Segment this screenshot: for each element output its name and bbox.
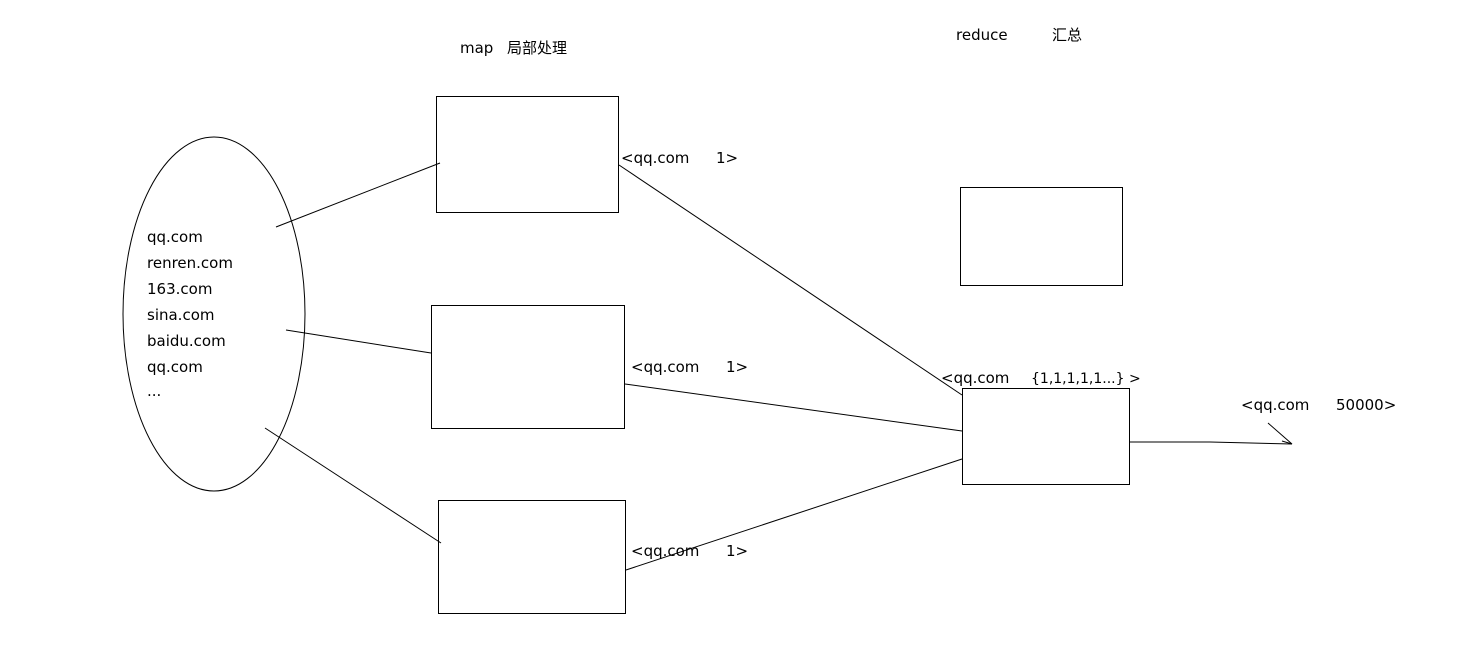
output-arrow xyxy=(1130,422,1293,445)
input-data-ellipse xyxy=(122,136,306,492)
input-item: renren.com xyxy=(147,254,233,272)
map-note: 局部处理 xyxy=(507,39,567,57)
connector-input-map-2 xyxy=(285,329,432,354)
input-item: ... xyxy=(147,382,161,400)
input-item: 163.com xyxy=(147,280,212,298)
input-item: qq.com xyxy=(147,358,203,376)
connector-input-map-1 xyxy=(275,162,441,228)
input-item: sina.com xyxy=(147,306,215,324)
input-item: qq.com xyxy=(147,228,203,246)
map-heading: map xyxy=(460,39,493,57)
final-output-key: <qq.com xyxy=(1241,396,1309,414)
final-output-value: 50000> xyxy=(1336,396,1396,414)
reduce-box-idle xyxy=(960,187,1123,286)
reduce-input-key: <qq.com xyxy=(941,369,1009,387)
connector-input-map-3 xyxy=(264,427,442,544)
map-output-key-1: <qq.com xyxy=(621,149,689,167)
connector-map-reduce-2 xyxy=(624,383,963,432)
map-output-value-2: 1> xyxy=(726,358,748,376)
input-item: baidu.com xyxy=(147,332,226,350)
map-output-key-2: <qq.com xyxy=(631,358,699,376)
map-box-2 xyxy=(431,305,625,429)
connector-map-reduce-1 xyxy=(618,164,963,396)
map-output-value-1: 1> xyxy=(716,149,738,167)
map-output-value-3: 1> xyxy=(726,542,748,560)
map-output-key-3: <qq.com xyxy=(631,542,699,560)
connector-map-reduce-3 xyxy=(625,458,963,571)
reduce-input-values: {1,1,1,1,1...} > xyxy=(1031,371,1141,387)
reduce-heading: reduce xyxy=(956,26,1008,44)
reduce-box-active xyxy=(962,388,1130,485)
reduce-note: 汇总 xyxy=(1052,26,1082,44)
input-list: qq.com renren.com 163.com sina.com baidu… xyxy=(147,228,233,400)
map-box-1 xyxy=(436,96,619,213)
map-box-3 xyxy=(438,500,626,614)
